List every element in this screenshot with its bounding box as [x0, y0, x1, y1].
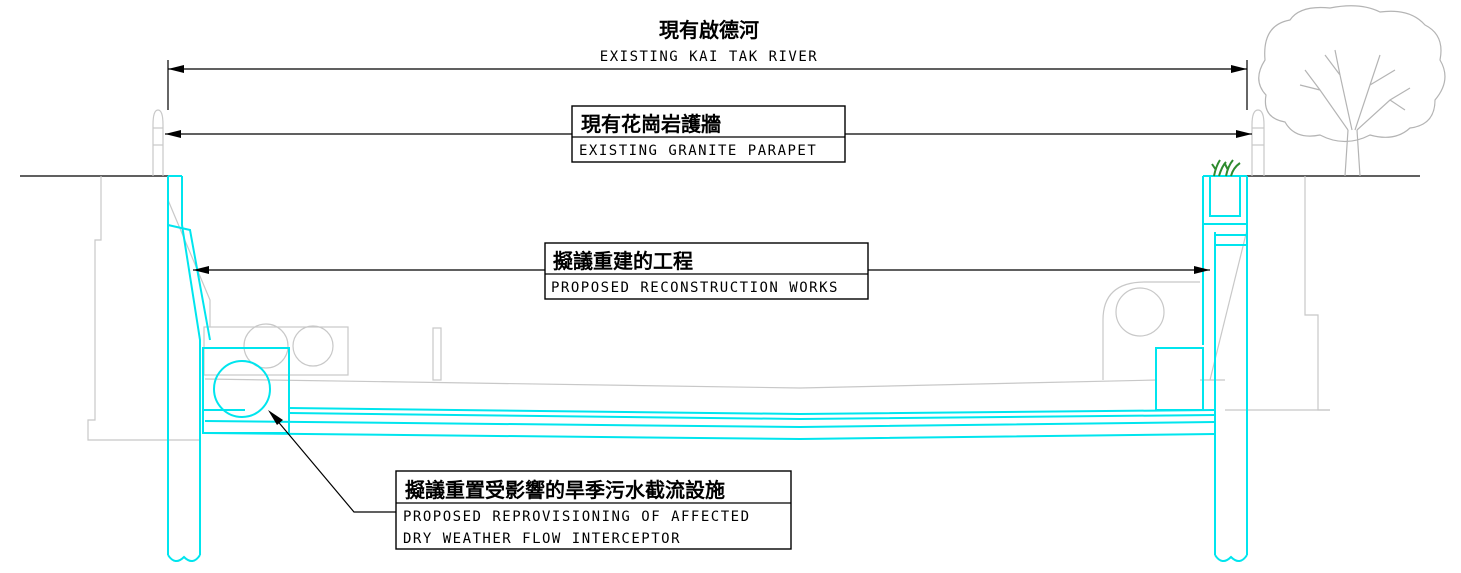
- proposed-right-wall: [1155, 175, 1248, 562]
- parapet-label: 現有花崗岩護牆 EXISTING GRANITE PARAPET: [571, 105, 846, 163]
- river-label-zh: 現有啟德河: [659, 18, 759, 42]
- river-label-en: EXISTING KAI TAK RIVER: [600, 49, 818, 65]
- dwfi-label: 擬議重置受影響的旱季污水截流設施 PROPOSED REPROVISIONING…: [395, 470, 792, 550]
- river-width-dimension: [167, 60, 1248, 110]
- granite-parapet-left: [152, 109, 164, 176]
- dwfi-label-zh: 擬議重置受影響的旱季污水截流設施: [405, 478, 725, 502]
- dwfi-leader-line: [268, 410, 396, 513]
- existing-river-structure: [87, 176, 1330, 441]
- granite-parapet-right: [1251, 109, 1265, 176]
- grass-tuft: [1211, 159, 1241, 177]
- works-label: 擬議重建的工程 PROPOSED RECONSTRUCTION WORKS: [544, 242, 869, 300]
- proposed-channel-slab: [204, 407, 1216, 441]
- works-label-en: PROPOSED RECONSTRUCTION WORKS: [551, 280, 839, 296]
- parapet-label-zh: 現有花崗岩護牆: [581, 112, 721, 136]
- proposed-left-wall: [167, 175, 211, 562]
- river-label: 現有啟德河 EXISTING KAI TAK RIVER: [560, 10, 890, 66]
- parapet-label-en: EXISTING GRANITE PARAPET: [579, 143, 817, 159]
- works-label-zh: 擬議重建的工程: [553, 249, 693, 273]
- dwfi-label-en-line2: DRY WEATHER FLOW INTERCEPTOR: [403, 531, 681, 547]
- tree-illustration: [1258, 5, 1446, 177]
- dwfi-label-en-line1: PROPOSED REPROVISIONING OF AFFECTED: [403, 509, 751, 525]
